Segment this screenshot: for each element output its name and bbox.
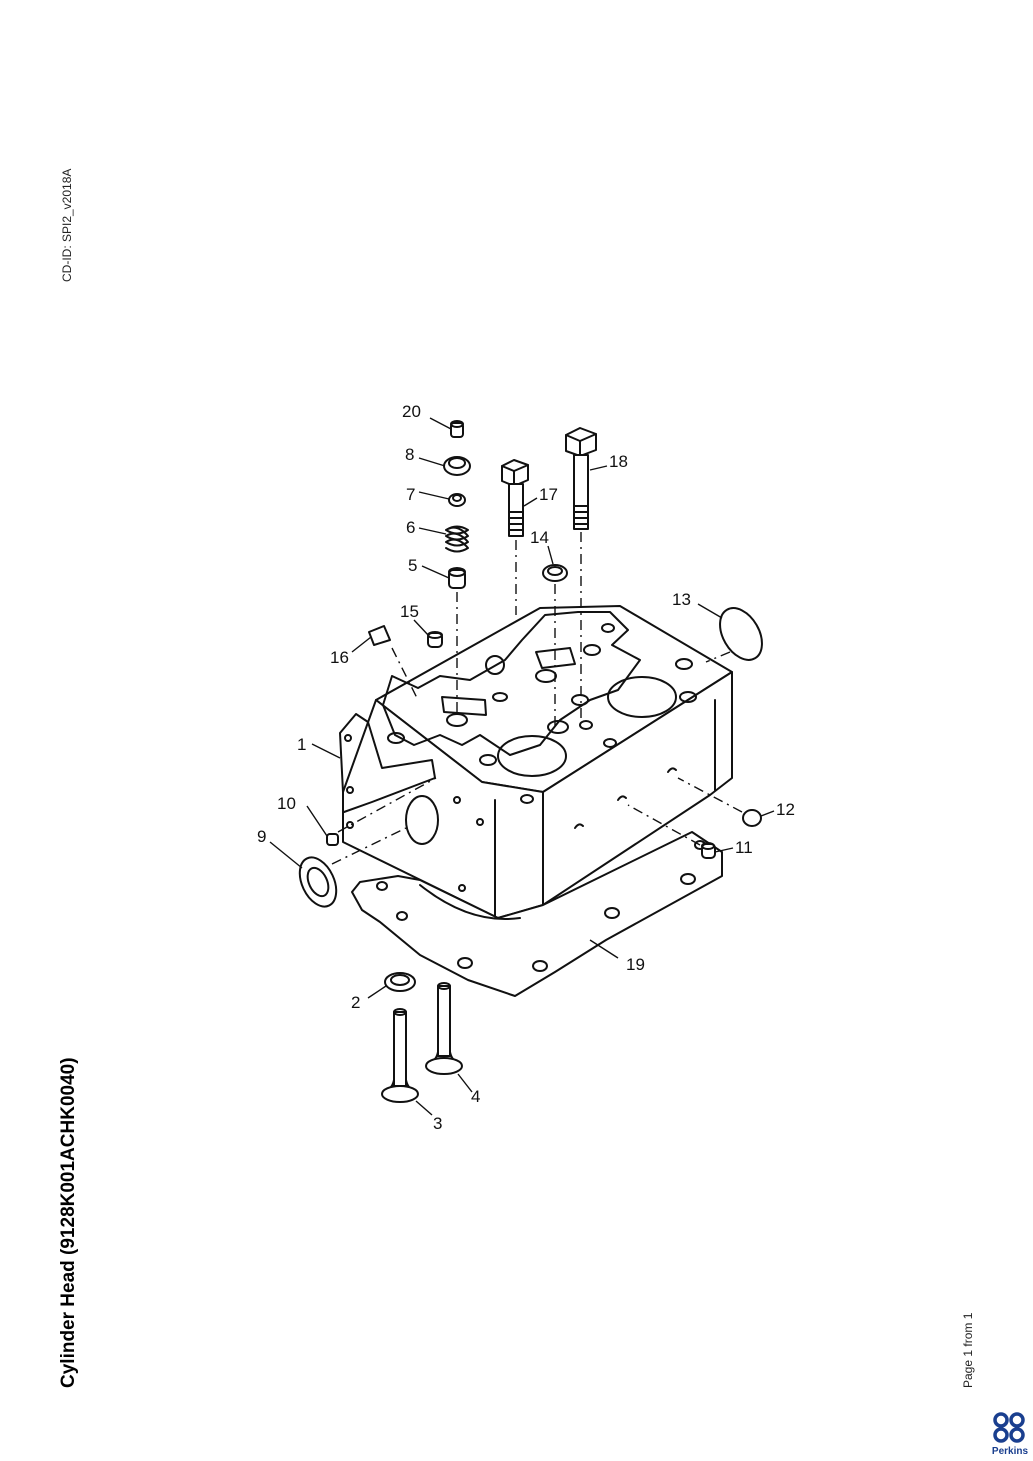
valve-insert-2: [384, 972, 416, 992]
callout-1: 1: [297, 735, 306, 754]
callout-14: 14: [530, 528, 549, 547]
cylinder-head-block: [339, 605, 733, 919]
callout-11: 11: [735, 838, 753, 857]
callout-9: 9: [257, 827, 266, 846]
sealing-ring-14: [542, 564, 568, 582]
perkins-logo: Perkins: [988, 1410, 1032, 1460]
dowel-15: [427, 631, 443, 648]
valve-3: [381, 1008, 419, 1103]
callout-15: 15: [400, 602, 419, 621]
callout-10: 10: [277, 794, 296, 813]
perkins-logo-icon: [993, 1412, 1025, 1443]
valve-retainer-8: [443, 456, 471, 476]
callout-19: 19: [626, 955, 645, 974]
bolt-18: [565, 427, 597, 530]
bolt-17: [501, 459, 529, 537]
seal-9: [298, 856, 338, 908]
plug-12: [742, 809, 762, 827]
callout-2: 2: [351, 993, 360, 1012]
head-gasket: [351, 831, 723, 997]
valve-collet-7: [448, 493, 466, 507]
callout-16: 16: [330, 648, 349, 667]
callout-7: 7: [406, 485, 415, 504]
cap-20: [450, 420, 464, 438]
dowel-10: [326, 833, 339, 846]
sealing-ring-13: [719, 607, 763, 661]
callout-5: 5: [408, 556, 417, 575]
callout-12: 12: [776, 800, 795, 819]
valve-4: [425, 982, 463, 1075]
callout-20: 20: [402, 402, 421, 421]
callout-4: 4: [471, 1087, 480, 1106]
callout-3: 3: [433, 1114, 442, 1133]
callout-6: 6: [406, 518, 415, 537]
plug-16: [368, 625, 391, 646]
callout-8: 8: [405, 445, 414, 464]
valve-spring-6: [445, 525, 469, 553]
callout-17: 17: [539, 485, 558, 504]
callout-13: 13: [672, 590, 691, 609]
callout-18: 18: [609, 452, 628, 471]
brand-wordmark: Perkins: [991, 1446, 1029, 1457]
plug-11: [701, 842, 716, 859]
valve-seal-5: [448, 567, 466, 589]
